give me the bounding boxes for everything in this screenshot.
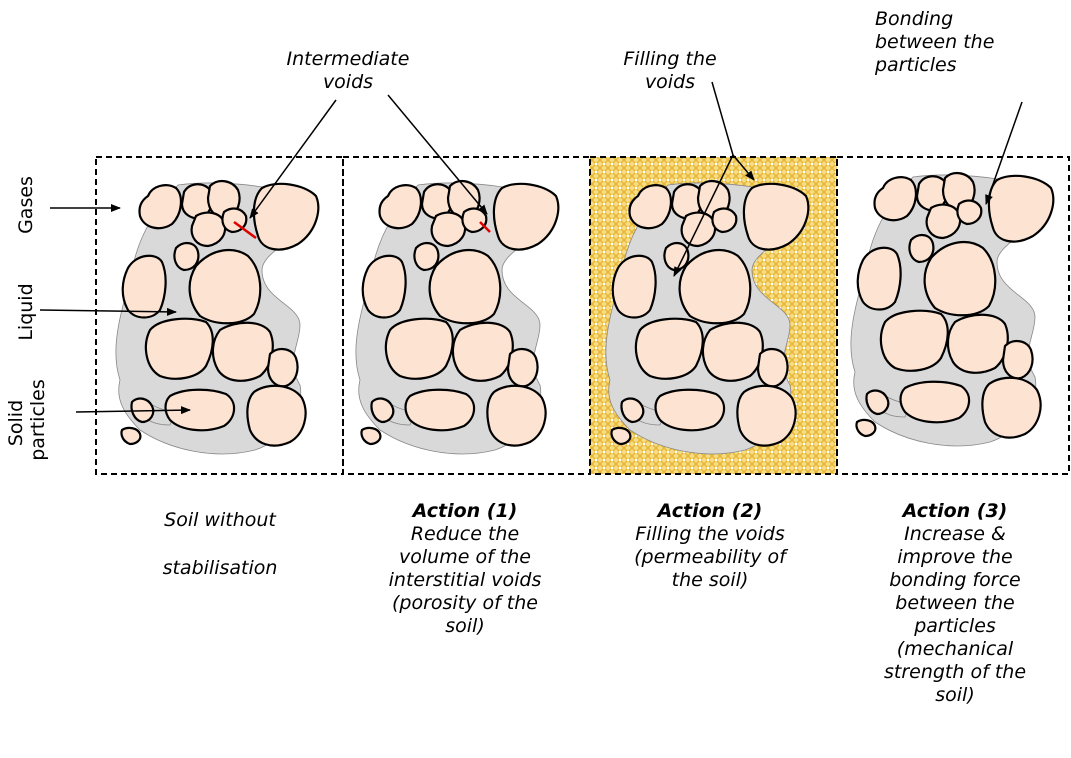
label-gases: Gases: [15, 176, 37, 234]
caption-body: Increase & improve the bonding force bet…: [845, 523, 1065, 707]
caption-head: Action (1): [350, 500, 580, 523]
caption-body: Reduce the volume of the interstitial vo…: [350, 523, 580, 638]
caption-soil-without-stabilisation: Soil without stabilisation: [110, 508, 330, 580]
caption-head: Action (2): [595, 500, 825, 523]
caption-action-3: Action (3) Increase & improve the bondin…: [845, 500, 1065, 707]
soil-particle-cluster: [116, 181, 318, 454]
label-bonding: Bonding between the particles: [875, 8, 1045, 77]
filled-particle-cluster: [606, 181, 808, 454]
caption-body: Filling the voids (permeability of the s…: [595, 523, 825, 592]
caption-body: Soil without stabilisation: [110, 508, 330, 580]
label-intermediate-voids: Intermediate voids: [258, 48, 438, 94]
label-liquid: Liquid: [15, 283, 37, 340]
caption-head: Action (3): [845, 500, 1065, 523]
compacted-particle-cluster: [356, 181, 558, 454]
bonded-particle-cluster: [851, 173, 1053, 446]
caption-action-2: Action (2) Filling the voids (permeabili…: [595, 500, 825, 592]
label-filling-voids: Filling the voids: [595, 48, 745, 94]
label-solid-particles: Solid particles: [5, 379, 49, 461]
caption-action-1: Action (1) Reduce the volume of the inte…: [350, 500, 580, 638]
